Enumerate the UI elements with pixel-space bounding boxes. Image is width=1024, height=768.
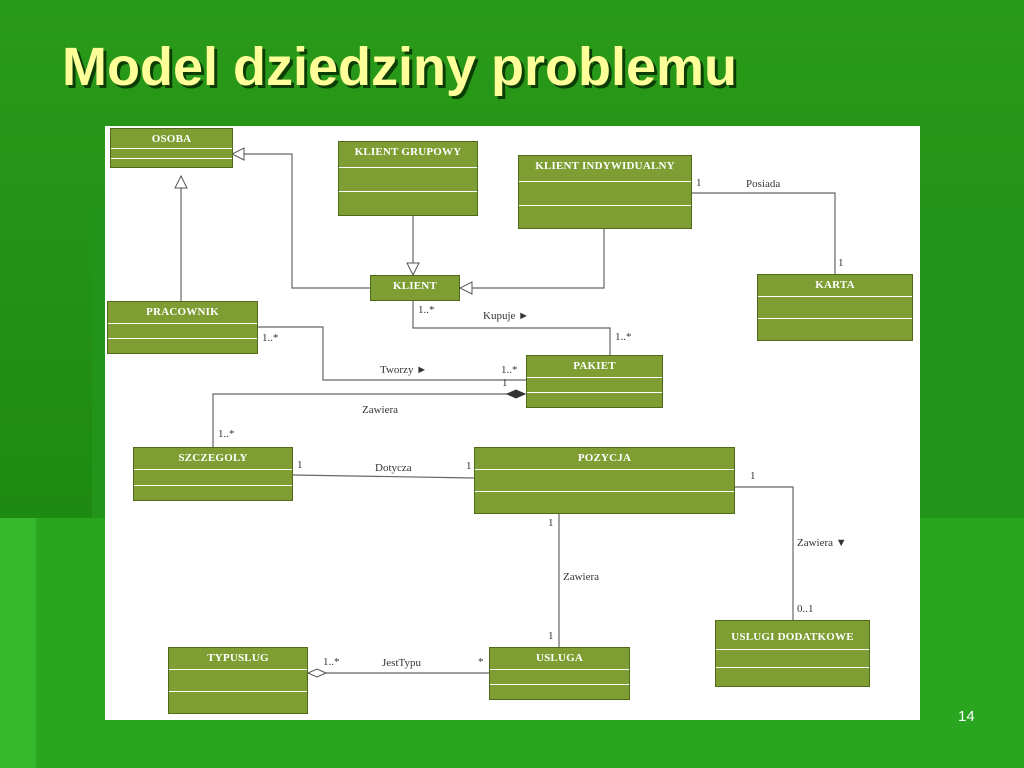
class-pracownik-name: PRACOWNIK <box>108 302 257 324</box>
class-szczegoly-operations <box>134 486 292 500</box>
dotycza-multiplicity-start: 1 <box>297 459 303 471</box>
zawiera-dodatkowe-multiplicity-end: 0..1 <box>797 603 814 615</box>
class-osoba[interactable]: OSOBA <box>110 128 233 168</box>
zawiera-dodatkowe-label: Zawiera ▼ <box>797 537 847 549</box>
class-pozycja-name: POZYCJA <box>475 448 734 470</box>
class-pakiet-name: PAKIET <box>527 356 662 378</box>
class-uslugi-dodatkowe-operations <box>716 668 869 686</box>
class-usluga[interactable]: USLUGA <box>489 647 630 700</box>
page-number: 14 <box>958 708 975 725</box>
tworzy-multiplicity-start: 1..* <box>262 332 279 344</box>
class-karta[interactable]: KARTA <box>757 274 913 341</box>
class-uslugi-dodatkowe-attributes <box>716 650 869 668</box>
posiada-label: Posiada <box>746 178 781 190</box>
class-klient-indywidualny[interactable]: KLIENT INDYWIDUALNY <box>518 155 692 229</box>
zawiera-pakiet-label: Zawiera <box>362 404 399 416</box>
class-typuslug[interactable]: TYPUSLUG <box>168 647 308 714</box>
class-pozycja-operations <box>475 492 734 513</box>
class-typuslug-operations <box>169 692 307 713</box>
class-pakiet-attributes <box>527 378 662 393</box>
dotycza-multiplicity-end: 1 <box>466 460 472 472</box>
tworzy-association <box>258 326 526 381</box>
slide-title: Model dziedziny problemu <box>62 37 738 97</box>
class-klient-grupowy[interactable]: KLIENT GRUPOWY <box>338 141 478 216</box>
class-klient-indywidualny-attributes <box>519 182 691 206</box>
class-szczegoly-attributes <box>134 470 292 486</box>
uml-diagram: OSOBA KLIENT GRUPOWY KLIENT INDYWIDUALNY… <box>105 126 920 720</box>
posiada-multiplicity-start: 1 <box>696 177 702 189</box>
tworzy-label: Tworzy ► <box>380 364 428 376</box>
class-pozycja[interactable]: POZYCJA <box>474 447 735 514</box>
class-szczegoly[interactable]: SZCZEGOLY <box>133 447 293 501</box>
kupuje-association <box>412 301 611 355</box>
zawiera-usluga-multiplicity-end: 1 <box>548 630 554 642</box>
diagram-connectors <box>105 126 836 720</box>
class-uslugi-dodatkowe[interactable]: USLUGI DODATKOWE <box>715 620 870 687</box>
kupuje-multiplicity-start: 1..* <box>418 304 435 316</box>
posiada-multiplicity-end: 1 <box>838 257 844 269</box>
class-osoba-operations <box>111 159 232 167</box>
class-szczegoly-name: SZCZEGOLY <box>134 448 292 470</box>
class-pracownik-operations <box>108 339 257 353</box>
class-typuslug-name: TYPUSLUG <box>169 648 307 670</box>
class-klient-grupowy-operations <box>339 192 477 215</box>
dotycza-association <box>292 474 475 479</box>
class-pozycja-attributes <box>475 470 734 492</box>
class-typuslug-attributes <box>169 670 307 692</box>
kupuje-label: Kupuje ► <box>483 310 530 322</box>
class-karta-operations <box>758 319 912 340</box>
class-klient-name: KLIENT <box>393 280 437 292</box>
zawiera-dodatkowe-association <box>735 486 794 620</box>
zawiera-usluga-multiplicity-start: 1 <box>548 517 554 529</box>
indywidualny-klient-generalization <box>460 229 605 288</box>
background-strip <box>0 518 36 768</box>
kupuje-multiplicity-end: 1..* <box>615 331 632 343</box>
klient-osoba-generalization <box>232 154 370 289</box>
class-pakiet-operations <box>527 393 662 407</box>
zawiera-pakiet-composition <box>212 394 525 447</box>
zawiera-pakiet-multiplicity-start: 1 <box>502 377 508 389</box>
jesttypu-label: JestTypu <box>382 657 421 669</box>
posiada-association <box>692 192 836 274</box>
class-pracownik[interactable]: PRACOWNIK <box>107 301 258 354</box>
class-usluga-operations <box>490 685 629 699</box>
tworzy-multiplicity-end: 1..* <box>501 364 518 376</box>
class-klient-grupowy-name: KLIENT GRUPOWY <box>339 142 477 168</box>
class-pracownik-attributes <box>108 324 257 339</box>
jesttypu-multiplicity-end: * <box>478 656 484 668</box>
dotycza-label: Dotycza <box>375 462 412 474</box>
jesttypu-multiplicity-start: 1..* <box>323 656 340 668</box>
zawiera-dodatkowe-multiplicity-start: 1 <box>750 470 756 482</box>
class-uslugi-dodatkowe-name: USLUGI DODATKOWE <box>716 621 869 650</box>
class-klient-grupowy-attributes <box>339 168 477 192</box>
zawiera-usluga-label: Zawiera <box>563 571 600 583</box>
class-osoba-name: OSOBA <box>111 129 232 149</box>
class-osoba-attributes <box>111 149 232 159</box>
class-usluga-attributes <box>490 670 629 685</box>
class-klient[interactable]: KLIENT <box>370 275 460 301</box>
class-klient-indywidualny-name: KLIENT INDYWIDUALNY <box>519 156 691 182</box>
class-pakiet[interactable]: PAKIET <box>526 355 663 408</box>
class-usluga-name: USLUGA <box>490 648 629 670</box>
zawiera-pakiet-multiplicity-end: 1..* <box>218 428 235 440</box>
class-karta-attributes <box>758 297 912 319</box>
class-karta-name: KARTA <box>758 275 912 297</box>
class-klient-indywidualny-operations <box>519 206 691 228</box>
